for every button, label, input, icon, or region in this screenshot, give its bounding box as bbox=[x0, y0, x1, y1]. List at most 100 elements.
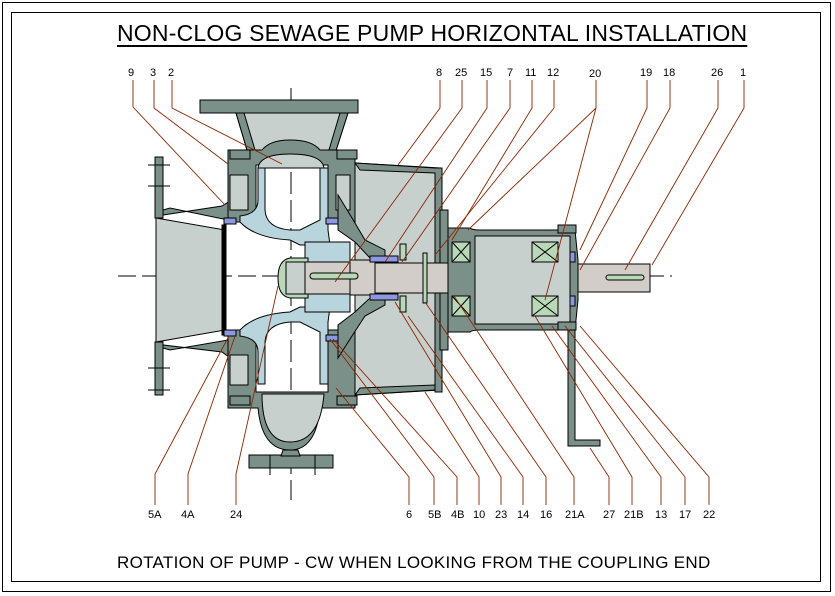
callout-label: 13 bbox=[655, 509, 667, 521]
casing-stud-bottom-right bbox=[336, 395, 358, 406]
keyway-coupling bbox=[605, 274, 645, 281]
drawing-title: NON-CLOG SEWAGE PUMP HORIZONTAL INSTALLA… bbox=[117, 20, 748, 46]
bearing-cover-bolt-top bbox=[557, 224, 577, 234]
callout-label: 2 bbox=[168, 67, 174, 79]
callout-label: 26 bbox=[711, 67, 723, 79]
oil-seal-bottom bbox=[569, 295, 576, 307]
leader-13 bbox=[551, 325, 662, 505]
bracket-wall-bottom bbox=[353, 384, 436, 396]
volute-casing bbox=[199, 99, 359, 475]
foot-stem bbox=[280, 449, 301, 457]
callout-label: 5B bbox=[428, 509, 441, 521]
callout-label: 4B bbox=[451, 509, 464, 521]
leader-24 bbox=[235, 285, 279, 505]
bearing-cover-bolt-bottom bbox=[557, 321, 577, 331]
keyway-impeller bbox=[309, 272, 359, 280]
callout-label: 24 bbox=[230, 509, 242, 521]
callout-label: 16 bbox=[540, 509, 552, 521]
suction-bore bbox=[155, 217, 226, 343]
callout-label: 14 bbox=[517, 509, 529, 521]
leader-5b bbox=[329, 338, 435, 505]
casing-stud-bottom-left bbox=[229, 395, 251, 406]
leader-4b bbox=[332, 338, 458, 505]
leader-4a bbox=[187, 335, 236, 505]
wear-ring-5a bbox=[223, 217, 237, 225]
impeller-lower-shroud bbox=[239, 306, 331, 385]
volute-side-pocket-left bbox=[229, 174, 249, 211]
leader-27 bbox=[589, 447, 610, 505]
callout-label: 11 bbox=[525, 67, 536, 79]
callout-label: 6 bbox=[406, 509, 412, 521]
callout-label: 9 bbox=[128, 67, 134, 79]
callout-label: 25 bbox=[455, 67, 467, 79]
impeller-upper-shroud bbox=[239, 167, 331, 246]
rotation-note: ROTATION OF PUMP - CW WHEN LOOKING FROM … bbox=[117, 553, 711, 572]
leader-22 bbox=[579, 325, 710, 505]
suction-cover-plate bbox=[221, 224, 227, 336]
callout-label: 21A bbox=[565, 509, 585, 521]
leader-8 bbox=[397, 80, 441, 166]
leader-23 bbox=[394, 301, 502, 505]
callout-label: 23 bbox=[495, 509, 507, 521]
leader-25 bbox=[334, 80, 463, 283]
bottom-callout-labels: 5A 4A 24 6 5B 4B 10 23 14 16 21A 27 21B … bbox=[148, 509, 715, 521]
leader-19 bbox=[579, 80, 648, 251]
impeller-nut bbox=[277, 257, 309, 299]
callout-label: 8 bbox=[436, 67, 442, 79]
leader-14 bbox=[407, 315, 524, 505]
leader-10 bbox=[424, 391, 480, 505]
callout-label: 22 bbox=[703, 509, 715, 521]
leader-6 bbox=[335, 387, 410, 505]
leader-1 bbox=[651, 80, 745, 266]
callout-label: 1 bbox=[740, 67, 746, 79]
callout-label: 3 bbox=[150, 67, 156, 79]
callout-label: 19 bbox=[640, 67, 652, 79]
leader-26 bbox=[624, 80, 719, 271]
sleeve-seal-top bbox=[369, 255, 399, 263]
bracket-wall-top bbox=[353, 162, 443, 393]
leader-17 bbox=[564, 325, 686, 505]
leader-11 bbox=[451, 80, 533, 241]
suction-flange-top bbox=[154, 156, 241, 221]
callout-label: 18 bbox=[663, 67, 675, 79]
leader-lines bbox=[132, 80, 745, 505]
callout-label: 15 bbox=[480, 67, 492, 79]
callout-label: 27 bbox=[603, 509, 615, 521]
casing-stud-top-right bbox=[336, 149, 358, 160]
leader-16 bbox=[424, 301, 547, 505]
support-bracket bbox=[567, 329, 601, 447]
bearing-housing bbox=[447, 224, 601, 447]
leader-21a bbox=[453, 295, 575, 505]
leader-12 bbox=[434, 80, 555, 256]
leader-20b bbox=[544, 107, 597, 301]
inner-border bbox=[11, 12, 821, 582]
leader-7 bbox=[401, 80, 511, 263]
gland-bottom bbox=[399, 295, 407, 313]
callout-label: 17 bbox=[679, 509, 691, 521]
discharge-flange bbox=[199, 99, 359, 114]
deflector bbox=[422, 252, 428, 304]
callout-label: 7 bbox=[507, 67, 513, 79]
wear-ring-4b bbox=[325, 334, 339, 342]
leader-21b bbox=[534, 315, 633, 505]
callout-label: 12 bbox=[547, 67, 559, 79]
callout-label: 5A bbox=[148, 509, 162, 521]
wear-ring-5b bbox=[325, 217, 339, 225]
volute-side-pocket-lower-left bbox=[229, 354, 249, 386]
leader-3 bbox=[153, 80, 229, 165]
leader-2 bbox=[171, 80, 283, 165]
suction-nozzle bbox=[148, 156, 241, 396]
wear-ring-4a bbox=[223, 329, 237, 337]
callout-label: 21B bbox=[624, 509, 644, 521]
sleeve-seal-bottom bbox=[369, 293, 399, 301]
leader-5a bbox=[154, 335, 230, 505]
top-callout-labels: 9 3 2 8 25 15 7 11 12 20 19 18 26 1 bbox=[128, 67, 746, 80]
leader-15 bbox=[384, 80, 488, 263]
callout-label: 4A bbox=[181, 509, 195, 521]
volute-upper-cavity bbox=[257, 153, 325, 169]
leader-9 bbox=[132, 80, 226, 206]
callout-label: 20 bbox=[589, 68, 601, 80]
oil-seal-top bbox=[569, 251, 576, 263]
